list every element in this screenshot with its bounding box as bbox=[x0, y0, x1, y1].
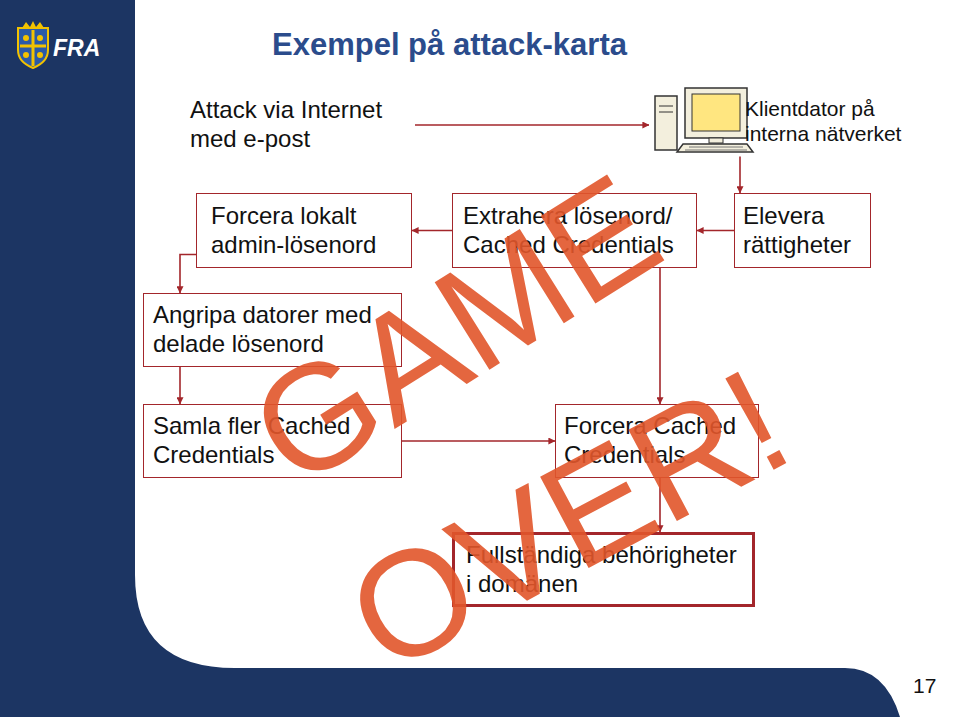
flow-arrow bbox=[659, 268, 661, 404]
process-box: Elevera rättigheter bbox=[734, 193, 871, 268]
flow-arrow bbox=[179, 367, 181, 404]
entry-note: Attack via Internet med e-post bbox=[190, 88, 405, 162]
flow-arrow bbox=[180, 255, 196, 294]
computer-icon bbox=[655, 88, 753, 152]
process-box: Forcera lokalt admin-lösenord bbox=[196, 193, 412, 268]
flow-arrow bbox=[415, 124, 649, 126]
node-text: Attack via Internet med e-post bbox=[190, 96, 405, 154]
goal-box: Fullständiga behörigheter i domänen bbox=[452, 532, 755, 607]
process-box: Forcera Cached Credentials bbox=[555, 404, 759, 478]
logo-emblem bbox=[18, 21, 48, 68]
node-text: Klientdator på interna nätverket bbox=[745, 96, 920, 146]
client-computer: Klientdator på interna nätverket bbox=[655, 88, 920, 154]
process-box: Angripa datorer med delade lösenord bbox=[143, 293, 402, 367]
process-box: Extrahera lösenord/ Cached Credentials bbox=[452, 193, 697, 268]
node-text: Forcera Cached Credentials bbox=[564, 412, 749, 470]
flow-arrow bbox=[402, 440, 555, 442]
logo-text: FRA bbox=[53, 35, 100, 62]
node-text: Samla fler Cached Credentials bbox=[153, 412, 391, 470]
node-text: Angripa datorer med delade lösenord bbox=[153, 301, 391, 359]
watermark: OVER! bbox=[327, 344, 810, 696]
process-box: Samla fler Cached Credentials bbox=[143, 404, 402, 478]
node-text: Extrahera lösenord/ Cached Credentials bbox=[463, 202, 685, 260]
page-number: 17 bbox=[913, 674, 936, 698]
node-text: Elevera rättigheter bbox=[743, 202, 861, 260]
slide-title: Exempel på attack-karta bbox=[272, 27, 627, 63]
flow-arrow bbox=[739, 156, 741, 193]
node-text: Forcera lokalt admin-lösenord bbox=[211, 202, 396, 260]
node-text: Fullständiga behörigheter i domänen bbox=[466, 541, 744, 599]
flow-arrow bbox=[659, 478, 661, 532]
white-panel bbox=[135, 0, 960, 717]
flow-arrow bbox=[412, 230, 452, 232]
flow-arrow bbox=[697, 230, 734, 232]
